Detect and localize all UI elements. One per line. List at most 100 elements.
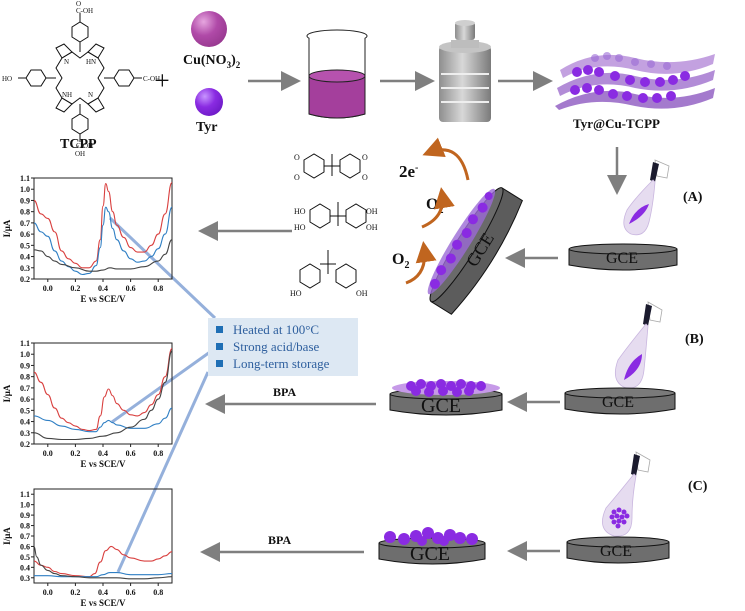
y-tick-label: 0.6 — [20, 542, 30, 551]
mof-nanosheets-icon — [555, 48, 720, 110]
x-tick-label: 0.0 — [43, 588, 53, 597]
bpa-label-b: BPA — [273, 385, 297, 399]
y-axis-label: I/μA — [2, 219, 12, 237]
pyrrole-nh: NH — [62, 91, 72, 99]
cu-sphere-icon — [191, 11, 227, 47]
beaker-icon — [302, 28, 372, 120]
cooh-bottom-oh: OH — [75, 150, 85, 158]
y-tick-label: 0.8 — [20, 208, 30, 217]
y-tick-label: 0.5 — [20, 241, 30, 250]
x-tick-label: 0.4 — [98, 284, 108, 293]
quinone-o1: O — [294, 153, 300, 162]
orange-reaction-arrows-icon — [405, 137, 470, 285]
y-tick-label: 0.9 — [20, 361, 30, 370]
gce-label-c-coated: GCE — [410, 543, 450, 565]
callout-item: Long-term storage — [216, 355, 358, 372]
x-axis-label: E vs SCE/V — [80, 294, 126, 304]
x-axis-label: E vs SCE/V — [80, 459, 126, 469]
plus-sign: + — [155, 66, 170, 95]
tcpp-label: TCPP — [60, 137, 97, 152]
x-tick-label: 0.8 — [153, 449, 163, 458]
route-b-label: (B) — [685, 332, 704, 347]
cooh-top: C-OH — [76, 7, 93, 15]
bpa-molecules-icon: O O O O HO HO OH OH HO OH — [290, 153, 378, 298]
gce-electrode-c-coated: GCE — [378, 525, 488, 567]
y-tick-label: 0.3 — [20, 574, 30, 583]
cooh-right: C-OH — [143, 75, 160, 83]
x-tick-label: 0.2 — [70, 284, 80, 293]
y-tick-label: 0.4 — [20, 418, 30, 427]
pipette-a-icon — [605, 158, 685, 238]
x-tick-label: 0.0 — [43, 284, 53, 293]
y-tick-label: 0.3 — [20, 429, 30, 438]
y-tick-label: 0.9 — [20, 511, 30, 520]
catechol-oh1: OH — [366, 207, 378, 216]
tcpp-molecule-icon: O C-OH HO C-OH C-OH OH N HN NH N — [2, 0, 160, 158]
y-tick-label: 0.7 — [20, 384, 30, 393]
x-tick-label: 0.2 — [70, 449, 80, 458]
x-tick-label: 0.6 — [126, 588, 136, 597]
series-line-blue — [33, 572, 173, 578]
gce-label-c-bare: GCE — [600, 543, 632, 560]
pyrrole-hn: HN — [86, 58, 96, 66]
tcpp-structure: O C-OH HO C-OH C-OH OH N HN NH N — [0, 0, 160, 160]
series-line-red — [33, 545, 173, 578]
gce-label-b-coated: GCE — [421, 395, 461, 417]
pyrrole-n: N — [64, 58, 69, 66]
x-tick-label: 0.8 — [153, 284, 163, 293]
y-tick-label: 0.2 — [20, 275, 30, 284]
y-tick-label: 0.8 — [20, 373, 30, 382]
tyr-label: Tyr — [196, 120, 218, 135]
pyrrole-n2: N — [88, 91, 93, 99]
quinone-o3: O — [362, 153, 368, 162]
plot-frame — [33, 342, 173, 445]
series-line-blue — [33, 407, 173, 433]
y-tick-label: 0.6 — [20, 395, 30, 404]
pipette-c-icon — [580, 450, 670, 540]
gce-electrode-b-bare: GCE — [564, 387, 676, 417]
catechol-oh2: OH — [366, 223, 378, 232]
electron-label: 2e- — [399, 162, 419, 181]
route-c-label: (C) — [688, 479, 708, 494]
y-tick-label: 0.9 — [20, 196, 30, 205]
series-line-blue — [33, 206, 173, 276]
y-axis-label: I/μA — [2, 527, 12, 545]
gce-electrode-b-coated: GCE — [389, 378, 504, 418]
gce-electrode-c-bare: GCE — [566, 536, 670, 566]
y-tick-label: 0.4 — [20, 563, 30, 572]
gce-electrode-a: GCE — [568, 243, 678, 273]
quinone-o2: O — [294, 173, 300, 182]
cooh-left: HO — [2, 75, 12, 83]
y-tick-label: 0.7 — [20, 532, 30, 541]
y-tick-label: 0.3 — [20, 264, 30, 273]
y-tick-label: 1.0 — [20, 501, 30, 510]
x-tick-label: 0.4 — [98, 449, 108, 458]
y-tick-label: 1.1 — [20, 339, 30, 348]
tyr-sphere-icon — [195, 88, 223, 116]
bpa-oh: OH — [356, 289, 368, 298]
bullet-square-icon — [216, 343, 223, 350]
y-tick-label: 0.4 — [20, 253, 30, 262]
bpa-label-c: BPA — [268, 533, 292, 547]
y-tick-label: 0.2 — [20, 440, 30, 449]
bpa-ho: HO — [290, 289, 302, 298]
cu-label: Cu(NO3)2 — [183, 53, 241, 70]
y-tick-label: 1.1 — [20, 174, 30, 183]
product-label: Tyr@Cu-TCPP — [573, 116, 660, 131]
y-tick-label: 1.1 — [20, 490, 30, 499]
bullet-square-icon — [216, 360, 223, 367]
gce-electrode-tilted: GCE — [420, 178, 530, 323]
y-tick-label: 0.7 — [20, 219, 30, 228]
series-line-red — [33, 181, 173, 269]
series-line-black — [33, 239, 173, 272]
cooh-top-o: O — [76, 0, 81, 8]
cooh-bottom: C-OH — [76, 142, 93, 150]
o2-label-lower: O2 — [392, 251, 410, 272]
route-a-label: (A) — [683, 190, 703, 205]
quinone-o4: O — [362, 173, 368, 182]
series-line-black — [33, 350, 173, 441]
x-tick-label: 0.6 — [126, 284, 136, 293]
x-tick-label: 0.8 — [153, 588, 163, 597]
